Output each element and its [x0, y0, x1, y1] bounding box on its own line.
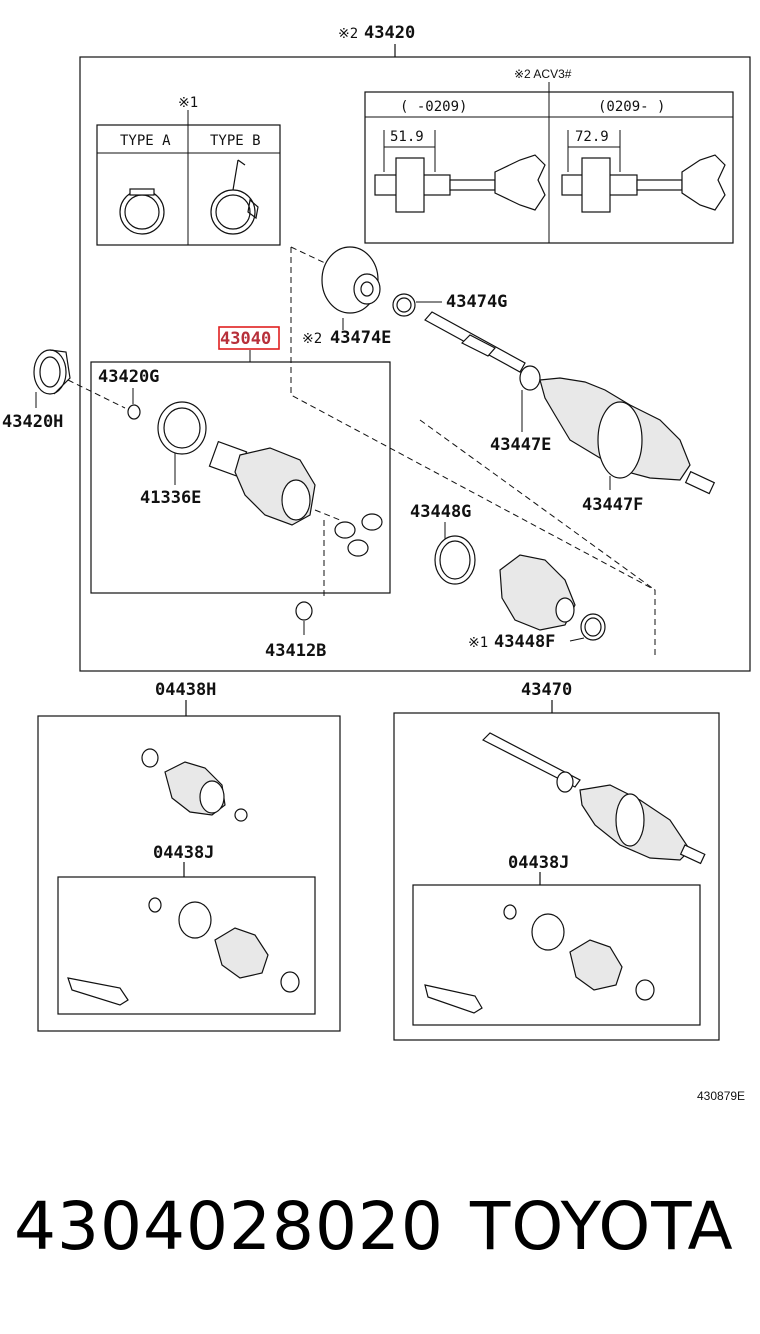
inner-boot — [499, 554, 576, 631]
note-mark-2-43474e: ※2 — [302, 331, 322, 347]
label-43447f[interactable]: 43447F — [582, 495, 643, 515]
brand-text: TOYOTA — [470, 1188, 734, 1265]
label-43470[interactable]: 43470 — [521, 680, 572, 700]
part-43474e[interactable] — [321, 246, 381, 314]
dim-left-label: 51.9 — [390, 129, 424, 145]
figure-code: 430879E — [697, 1089, 745, 1103]
kit-04438h-group: 04438H 04438J — [37, 680, 341, 1032]
assembly-frame — [79, 56, 751, 672]
part-43474g[interactable] — [392, 293, 416, 317]
subassembly-43040-box — [90, 361, 391, 594]
drive-shaft-main — [424, 311, 716, 495]
label-43448g[interactable]: 43448G — [410, 502, 471, 522]
dim-right-label: 72.9 — [575, 129, 609, 145]
label-43412b[interactable]: 43412B — [265, 641, 326, 661]
label-43040[interactable]: 43040 — [220, 329, 271, 349]
part-43420h[interactable] — [33, 349, 71, 395]
label-43420g[interactable]: 43420G — [98, 367, 159, 387]
highlight-43040 — [218, 326, 280, 350]
label-43420h[interactable]: 43420H — [2, 412, 63, 432]
part-43412b[interactable] — [295, 601, 313, 621]
dashed-outline-upper — [290, 247, 656, 655]
label-41336e[interactable]: 41336E — [140, 488, 201, 508]
label-43474g[interactable]: 43474G — [446, 292, 507, 312]
range-left-label: ( -0209) — [400, 99, 467, 115]
clamp-types-box: ※1 TYPE A TYPE B — [96, 95, 281, 246]
label-43447e[interactable]: 43447E — [490, 435, 551, 455]
label-04438j-left[interactable]: 04438J — [153, 843, 214, 863]
label-43474e[interactable]: 43474E — [330, 328, 391, 348]
part-number-text: 4304028020 — [14, 1188, 444, 1265]
type-a-label: TYPE A — [120, 133, 171, 149]
tripod-joint — [334, 513, 383, 557]
label-43448f[interactable]: 43448F — [494, 632, 555, 652]
inboard-joint-housing — [208, 440, 316, 526]
subassembly-43040-group: 43040 — [90, 326, 391, 594]
kit-43470-group: 43470 04438J — [393, 680, 720, 1041]
note-mark-1: ※1 — [178, 95, 198, 111]
range-right-label: (0209- ) — [598, 99, 665, 115]
type-b-label: TYPE B — [210, 133, 261, 149]
assembly-43420-group: ※2 43420 — [79, 23, 751, 672]
label-04438h[interactable]: 04438H — [155, 680, 216, 700]
acv-variant-box: ※2 ACV3# ( -0209) (0209- ) 51.9 72.9 — [364, 67, 734, 244]
note-mark-2-top: ※2 — [338, 26, 358, 42]
acv-note-label: ※2 ACV3# — [514, 67, 572, 81]
part-43448g[interactable] — [434, 535, 476, 585]
part-43420g[interactable] — [127, 404, 141, 420]
label-04438j-right[interactable]: 04438J — [508, 853, 569, 873]
note-mark-1-43448f: ※1 — [468, 635, 488, 651]
part-41336e[interactable] — [157, 401, 207, 455]
part-43448f[interactable] — [580, 613, 606, 641]
label-43420[interactable]: 43420 — [364, 23, 415, 43]
